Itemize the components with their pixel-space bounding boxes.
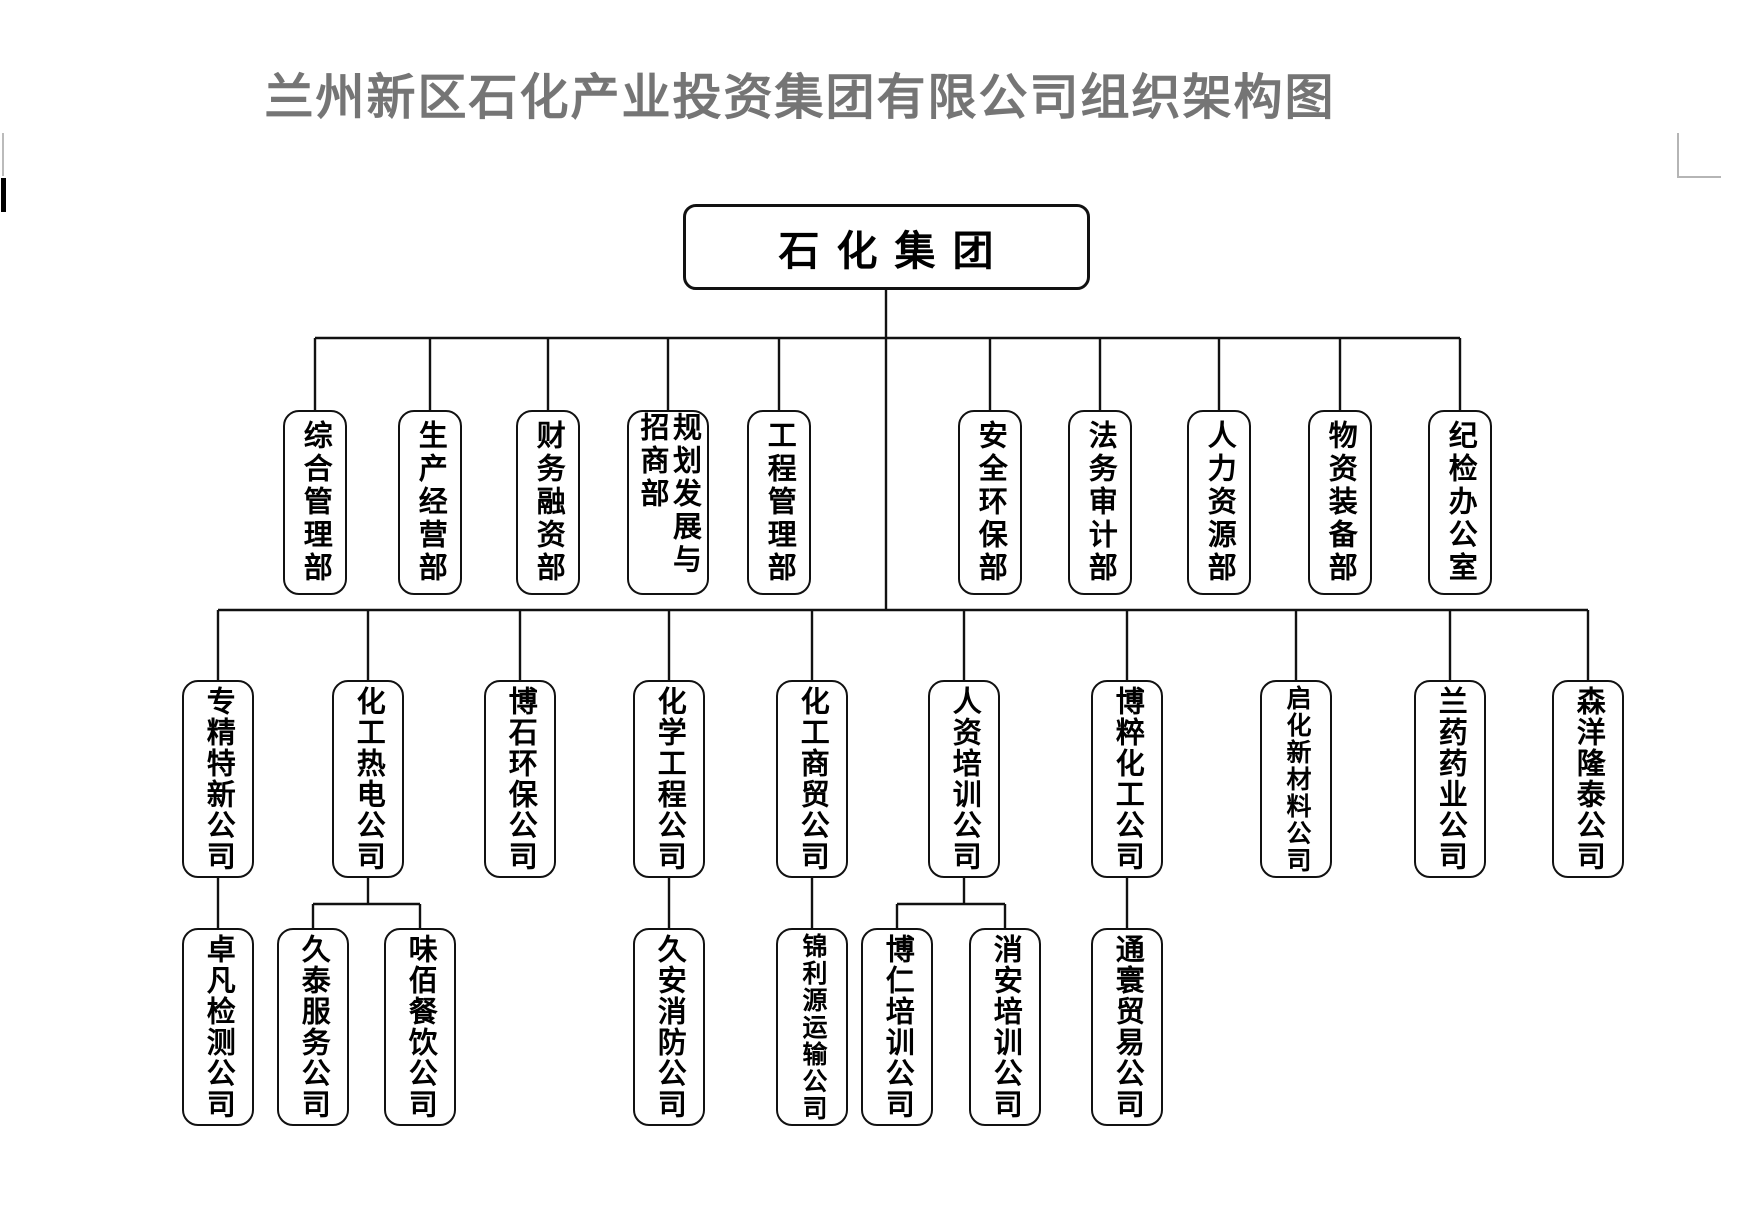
company-node-3-label: 博石环保公司 (504, 686, 537, 872)
company-node-2-label: 化工热电公司 (352, 686, 385, 872)
sub-node-6-1-label: 博仁培训公司 (881, 934, 914, 1120)
company-node-4-label: 化学工程公司 (653, 686, 686, 872)
company-node-10-label: 森洋隆泰公司 (1572, 686, 1605, 872)
dept-node-5-label: 工程管理部 (763, 420, 796, 585)
dept-node-4: 规划发展与招商部 (627, 410, 709, 595)
company-node-7: 博粹化工公司 (1091, 680, 1163, 878)
sub-node-7-1: 通寰贸易公司 (1091, 928, 1163, 1126)
company-node-1-label: 专精特新公司 (202, 686, 235, 872)
company-node-6-label: 人资培训公司 (948, 686, 981, 872)
dept-node-1: 综合管理部 (283, 410, 347, 595)
chart-title: 兰州新区石化产业投资集团有限公司组织架构图 (264, 70, 1336, 125)
sub-node-6-2-label: 消安培训公司 (989, 934, 1022, 1120)
dept-node-8-label: 人力资源部 (1203, 420, 1236, 585)
left-edge-black-mark (1, 178, 6, 212)
sub-node-5-1: 锦利源运输公司 (776, 928, 848, 1126)
sub-node-2-1-label: 久泰服务公司 (297, 934, 330, 1120)
company-node-1: 专精特新公司 (182, 680, 254, 878)
company-node-5-label: 化工商贸公司 (796, 686, 829, 872)
company-node-2: 化工热电公司 (332, 680, 404, 878)
company-node-3: 博石环保公司 (484, 680, 556, 878)
root-node: 石化集团 (682, 204, 1090, 290)
sub-node-5-1-label: 锦利源运输公司 (799, 932, 826, 1122)
company-node-8-label: 启化新材料公司 (1283, 684, 1310, 874)
sub-node-4-1-label: 久安消防公司 (653, 934, 686, 1120)
sub-node-1-1: 卓凡检测公司 (182, 928, 254, 1126)
sub-node-1-1-label: 卓凡检测公司 (202, 934, 235, 1120)
sub-node-2-2: 味佰餐饮公司 (384, 928, 456, 1126)
dept-node-7-label: 法务审计部 (1084, 420, 1117, 585)
company-node-8: 启化新材料公司 (1260, 680, 1332, 878)
dept-node-9-label: 物资装备部 (1324, 420, 1357, 585)
company-node-9: 兰药药业公司 (1414, 680, 1486, 878)
dept-node-10-label: 纪检办公室 (1444, 420, 1477, 585)
company-node-7-label: 博粹化工公司 (1111, 686, 1144, 872)
dept-node-5: 工程管理部 (747, 410, 811, 595)
company-node-6: 人资培训公司 (928, 680, 1000, 878)
dept-node-3: 财务融资部 (516, 410, 580, 595)
dept-node-7: 法务审计部 (1068, 410, 1132, 595)
company-node-10: 森洋隆泰公司 (1552, 680, 1624, 878)
company-node-9-label: 兰药药业公司 (1434, 686, 1467, 872)
sub-node-7-1-label: 通寰贸易公司 (1111, 934, 1144, 1120)
dept-node-6: 安全环保部 (958, 410, 1022, 595)
sub-node-4-1: 久安消防公司 (633, 928, 705, 1126)
dept-node-8: 人力资源部 (1187, 410, 1251, 595)
sub-node-2-2-label: 味佰餐饮公司 (404, 934, 437, 1120)
dept-node-1-label: 综合管理部 (299, 420, 332, 585)
dept-node-2-label: 生产经营部 (414, 420, 447, 585)
company-node-4: 化学工程公司 (633, 680, 705, 878)
sub-node-6-2: 消安培训公司 (969, 928, 1041, 1126)
corner-crop-mark-horizontal (1677, 176, 1721, 178)
dept-node-10: 纪检办公室 (1428, 410, 1492, 595)
dept-node-3-label: 财务融资部 (532, 420, 565, 585)
dept-node-4-label: 规划发展与招商部 (636, 412, 701, 577)
dept-node-9: 物资装备部 (1308, 410, 1372, 595)
root-node-label: 石化集团 (778, 228, 1011, 274)
corner-crop-mark-vertical (1677, 133, 1679, 178)
sub-node-2-1: 久泰服务公司 (277, 928, 349, 1126)
dept-node-2: 生产经营部 (398, 410, 462, 595)
sub-node-6-1: 博仁培训公司 (861, 928, 933, 1126)
left-edge-gray-mark (2, 133, 4, 176)
company-node-5: 化工商贸公司 (776, 680, 848, 878)
dept-node-6-label: 安全环保部 (974, 420, 1007, 585)
